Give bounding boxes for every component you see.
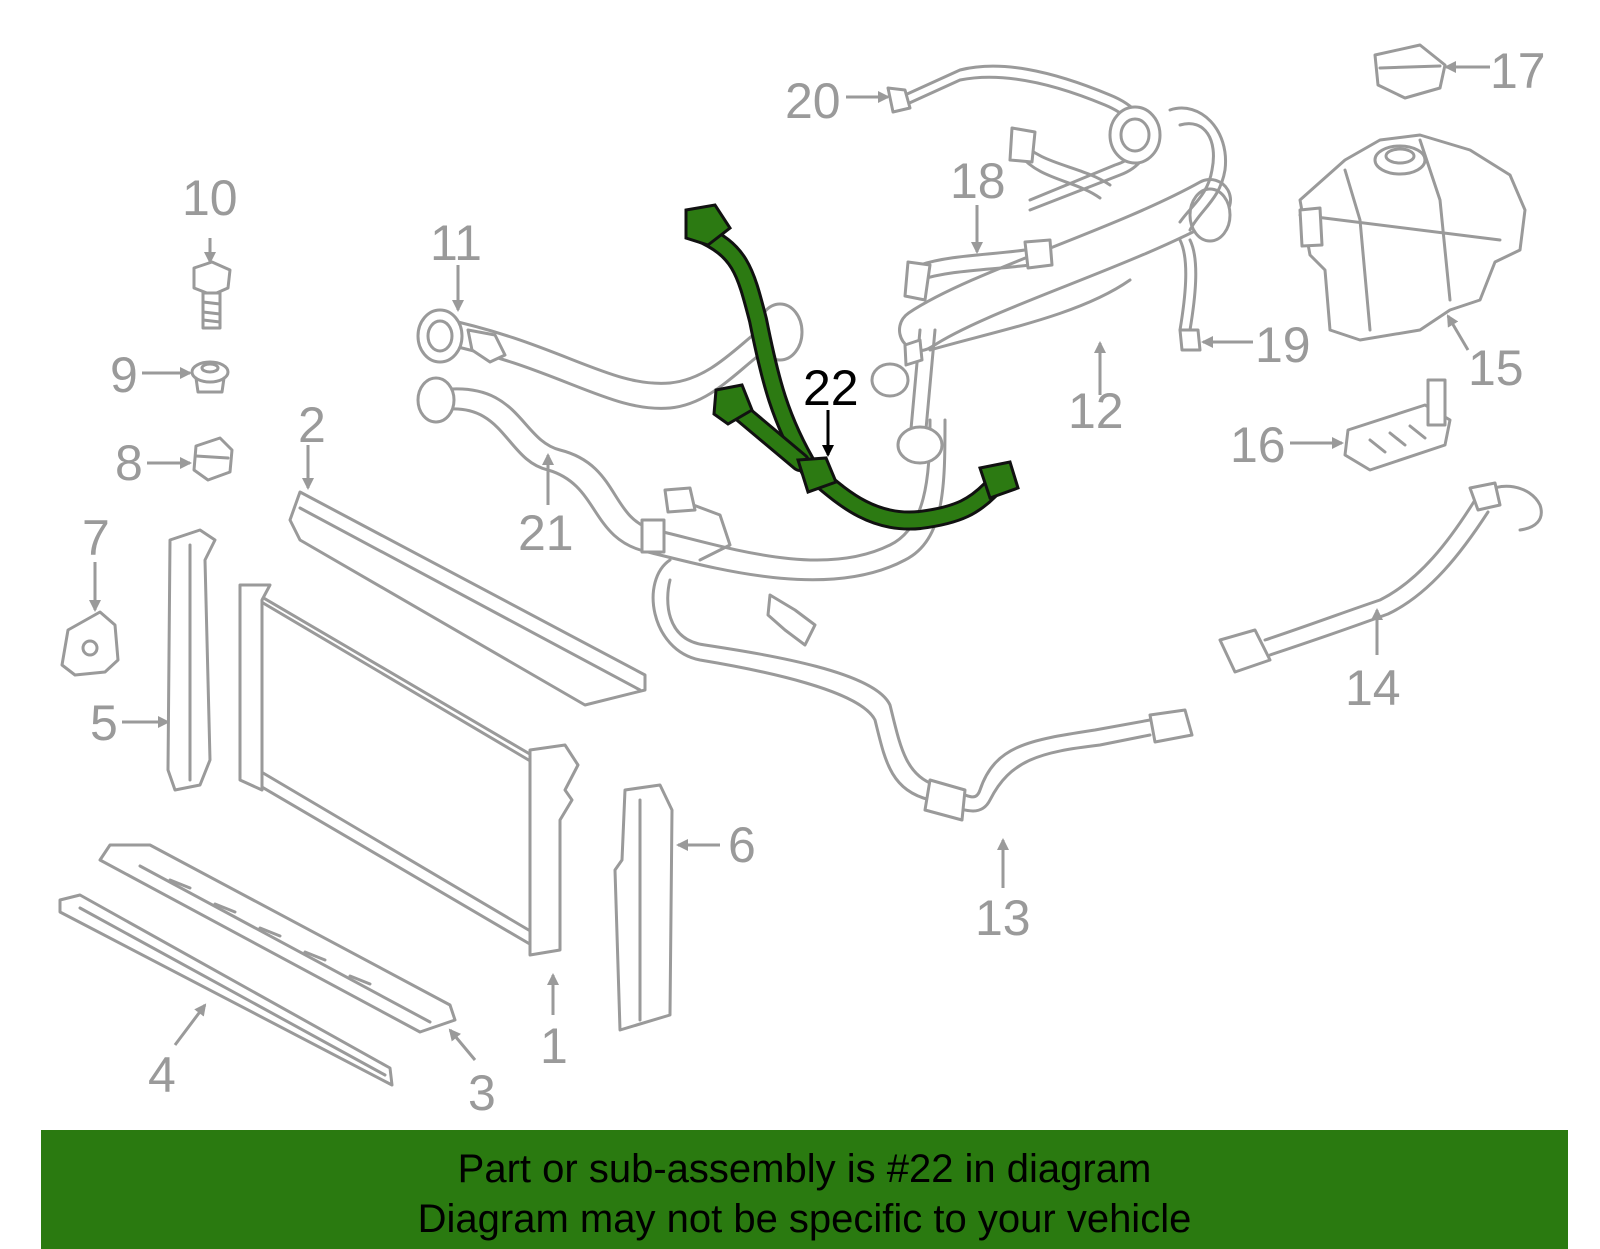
line-part-19 bbox=[1178, 238, 1202, 352]
hose-part-14 bbox=[1218, 481, 1543, 674]
right-side-seal-part bbox=[613, 783, 674, 1032]
grommet-part-9 bbox=[190, 360, 230, 394]
callout-16: 16 bbox=[1230, 417, 1286, 473]
bracket-part-7 bbox=[60, 610, 120, 677]
banner-line-part-number: Part or sub-assembly is #22 in diagram bbox=[457, 1147, 1152, 1191]
callout-21: 21 bbox=[518, 505, 574, 561]
part-info-banner: Part or sub-assembly is #22 in diagram D… bbox=[41, 1130, 1568, 1249]
callout-1: 1 bbox=[540, 1018, 568, 1074]
upper-lines-part bbox=[886, 64, 1228, 302]
callout-3: 3 bbox=[468, 1065, 496, 1121]
callout-labels: 1 2 3 4 5 6 7 8 9 10 11 12 13 14 15 16 1… bbox=[82, 43, 1546, 1121]
callout-10: 10 bbox=[182, 170, 238, 226]
callout-20: 20 bbox=[785, 73, 841, 129]
coolant-pipe-part-12 bbox=[870, 178, 1232, 465]
callout-12: 12 bbox=[1068, 383, 1124, 439]
callout-7: 7 bbox=[82, 510, 110, 566]
leader-lines bbox=[89, 61, 1490, 1061]
banner-line-disclaimer: Diagram may not be specific to your vehi… bbox=[417, 1197, 1192, 1241]
callout-8: 8 bbox=[115, 435, 143, 491]
coolant-line-part-13 bbox=[651, 486, 1194, 822]
callout-9: 9 bbox=[110, 347, 138, 403]
callout-14: 14 bbox=[1345, 660, 1401, 716]
expansion-tank-part bbox=[1298, 133, 1527, 342]
callout-6: 6 bbox=[728, 817, 756, 873]
upper-hose-part bbox=[416, 302, 804, 411]
callout-22: 22 bbox=[803, 360, 859, 416]
highlighted-hose-22 bbox=[684, 203, 1020, 531]
lower-deflector-part bbox=[58, 893, 394, 1087]
callout-13: 13 bbox=[975, 890, 1031, 946]
callout-17: 17 bbox=[1490, 43, 1546, 99]
sensor-bracket-part-16 bbox=[1343, 378, 1452, 472]
callout-19: 19 bbox=[1255, 317, 1311, 373]
radiator-part bbox=[238, 583, 580, 957]
callout-5: 5 bbox=[90, 695, 118, 751]
left-side-seal-part bbox=[166, 528, 217, 792]
lower-seal-part bbox=[98, 843, 457, 1034]
callout-11: 11 bbox=[430, 215, 482, 271]
tank-cap-part bbox=[1373, 43, 1447, 100]
clip-part-8 bbox=[192, 436, 234, 482]
upper-bracket-part bbox=[288, 490, 647, 707]
callout-2: 2 bbox=[298, 397, 326, 453]
bolt-part-10 bbox=[192, 260, 232, 330]
callout-15: 15 bbox=[1468, 340, 1524, 396]
callout-18: 18 bbox=[950, 153, 1006, 209]
callout-4: 4 bbox=[148, 1047, 176, 1103]
